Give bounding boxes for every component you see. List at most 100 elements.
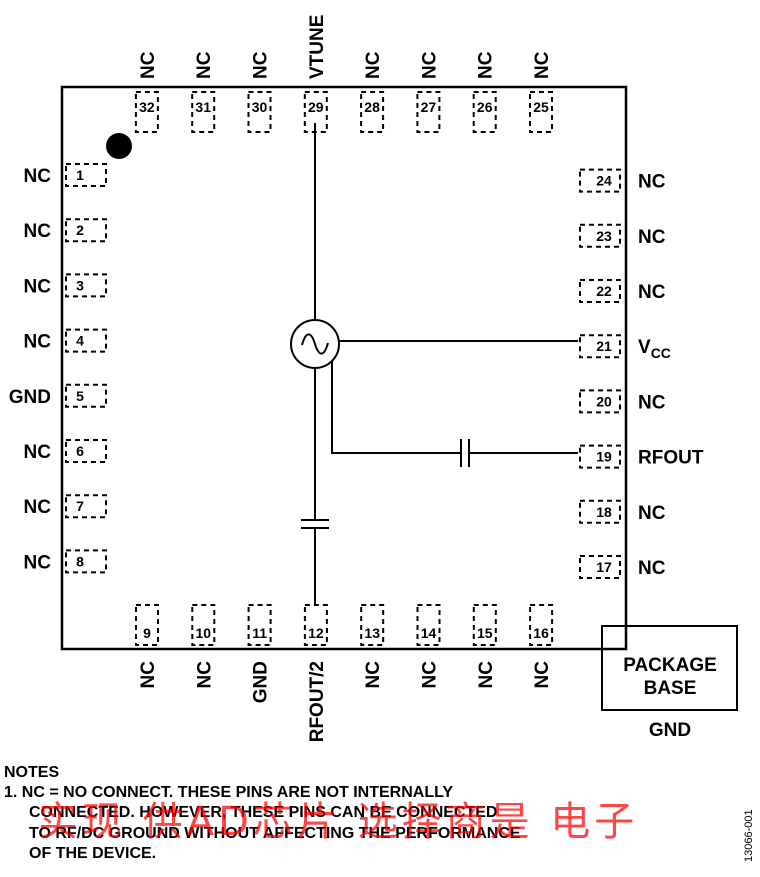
pin-pad: [579, 389, 621, 414]
pin-pad: [579, 499, 621, 524]
pin-pad: [134, 91, 159, 133]
pin-label: GND: [9, 387, 51, 408]
pin-pad: [65, 218, 107, 243]
pin-number: 28: [364, 99, 380, 115]
pin-number: 22: [596, 283, 612, 299]
pin-pad: [579, 279, 621, 303]
pin-9: 9NC: [135, 604, 159, 688]
pin-pad: [65, 439, 107, 463]
pin-label: NC: [638, 392, 666, 413]
pin-pad: [579, 444, 621, 469]
pin-22: 22 NC: [579, 279, 666, 303]
pin-label: NC: [638, 503, 666, 524]
pin-6: 6 NC: [24, 439, 107, 463]
pin-label: RFOUT: [638, 448, 704, 469]
pin-number: 5: [76, 388, 84, 404]
pin-label: NC: [24, 552, 52, 573]
package-base-gnd-label: GND: [649, 720, 691, 741]
pin-number: 20: [596, 393, 612, 409]
pin-28: 28 NC: [360, 51, 385, 133]
pin-pad: [65, 273, 107, 298]
note-line-3: TO RF/DC GROUND WITHOUT AFFECTING THE PE…: [29, 825, 521, 842]
pin-label: NC: [363, 51, 384, 79]
pin-label: NC: [420, 661, 441, 689]
pin-label: NC: [532, 661, 553, 689]
pin-number: 26: [477, 99, 493, 115]
pin-2: 2 NC: [24, 218, 107, 243]
pin-pad: [579, 223, 621, 248]
rfout-wire: [331, 361, 461, 454]
pin-label: NC: [24, 221, 52, 242]
pin-number: 7: [76, 498, 84, 514]
pin-pad: [579, 168, 621, 193]
pin-label: VCC: [638, 337, 671, 361]
pin-pad: [65, 549, 107, 574]
pin-number: 8: [76, 553, 84, 569]
pin-7: 7 NC: [24, 494, 107, 519]
pin-pad: [360, 91, 385, 133]
pin-number: 32: [139, 99, 155, 115]
pin1-indicator-dot: [106, 133, 132, 159]
pin-pad: [416, 604, 441, 646]
pin-number: 23: [596, 228, 612, 244]
pin-number: 10: [196, 625, 212, 641]
chip-body: [60, 85, 628, 651]
pin-pad: [529, 91, 553, 133]
pin-pad: [529, 604, 554, 646]
pin-label: NC: [476, 661, 497, 689]
pin-label: NC: [476, 51, 497, 79]
doc-number: 13066-001: [743, 809, 755, 862]
pin-label: NC: [638, 282, 666, 303]
pin-number: 24: [596, 173, 612, 189]
pin-pad: [65, 163, 107, 187]
pin-label: RFOUT/2: [307, 661, 328, 742]
note-line-1: 1. NC = NO CONNECT. THESE PINS ARE NOT I…: [4, 784, 453, 801]
pin-label: NC: [24, 442, 52, 463]
pin-pad: [416, 91, 441, 133]
note-line-4: OF THE DEVICE.: [29, 845, 156, 862]
pin-pad: [472, 91, 497, 133]
package-base-line1: PACKAGE: [623, 655, 717, 676]
pin-number: 6: [76, 443, 84, 459]
pin-number: 13: [364, 625, 380, 641]
pin-number: 1: [76, 167, 84, 183]
pin-number: 2: [76, 222, 84, 238]
pin-label: NC: [532, 51, 553, 79]
pin-label: NC: [138, 51, 159, 79]
pin-number: 21: [596, 338, 612, 354]
pin-pad: [579, 334, 621, 359]
pin-label: NC: [24, 497, 52, 518]
pin-label: NC: [363, 661, 384, 689]
pin-label: NC: [24, 166, 52, 187]
pin-pad: [65, 383, 107, 408]
pin-1: 1 NC: [24, 163, 107, 187]
pin-pad: [65, 494, 107, 519]
package-base-line2: BASE: [644, 678, 697, 699]
pin-number: 15: [477, 625, 493, 641]
pin-32: 32 NC: [134, 51, 159, 133]
pin-number: 30: [252, 99, 268, 115]
watermark: 实现 供AD芯片 选择商是 电子: [38, 799, 638, 845]
pin-number: 29: [308, 99, 324, 115]
pin-number: 9: [143, 625, 151, 641]
pin-pad: [191, 91, 216, 133]
pin-pad: [303, 91, 328, 133]
pin-number: 27: [421, 99, 437, 115]
pin-label: NC: [24, 332, 52, 353]
pin-label: NC: [194, 51, 215, 79]
pin-3: 3NC: [24, 273, 107, 298]
pin-pad: [135, 604, 159, 646]
